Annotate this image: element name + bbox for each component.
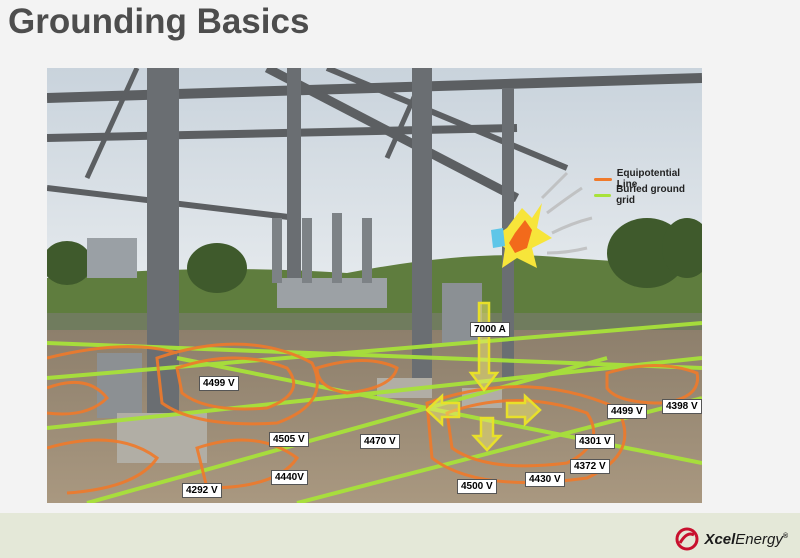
legend: Equipotential Line Buried ground grid [594,168,702,206]
substation-illustration [47,68,702,503]
voltage-label: 4398 V [662,399,702,414]
equipotential-contours [47,342,700,495]
concrete-footing [117,413,207,463]
footer-band [0,513,800,558]
voltage-label: 4440V [271,470,308,485]
voltage-label: 4505 V [269,432,309,447]
legend-item-equipotential: Equipotential Line [594,168,702,190]
legend-swatch [594,177,612,181]
slide-title: Grounding Basics [8,2,310,41]
control-cabinet [97,353,142,418]
voltage-label: 4301 V [575,434,615,449]
current-flow-arrows [425,301,542,452]
voltage-label: 4430 V [525,472,565,487]
voltage-label: 4500 V [457,479,497,494]
brand-name: XcelEnergy® [704,530,788,548]
legend-label: Buried ground grid [616,184,685,206]
voltage-label: 4292 V [182,483,222,498]
legend-swatch [594,193,612,197]
steel-column [412,68,432,378]
legend-label: Equipotential Line [616,168,681,190]
fault-current-label: 7000 A [470,322,510,337]
main-steel-column [147,68,179,438]
equipment-box [87,238,137,278]
fault-arc-flash [491,171,593,268]
steel-column-rear [287,68,301,308]
voltage-label: 4470 V [360,434,400,449]
tree-line [47,218,702,293]
brand-logo: XcelEnergy® [674,527,788,551]
legend-item-ground-grid: Buried ground grid [594,184,702,206]
insulators [272,213,372,283]
voltage-label: 4499 V [607,404,647,419]
voltage-label: 4499 V [199,376,239,391]
substation-photo: 7000 A 4499 V 4505 V 4470 V 4499 V 4398 … [47,68,702,503]
voltage-label: 4372 V [570,459,610,474]
xcel-flame-icon [675,527,699,551]
fence [47,313,702,333]
